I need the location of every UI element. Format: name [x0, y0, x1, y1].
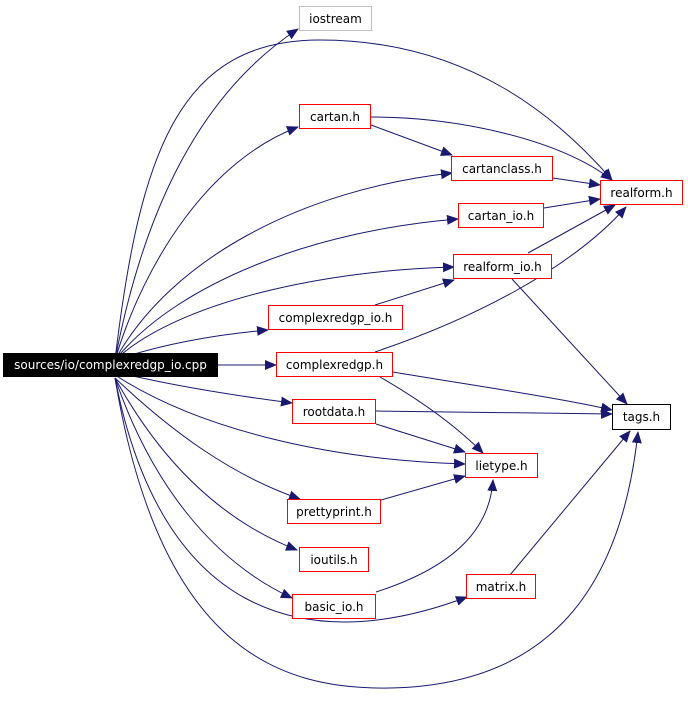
edge-root-prettyprint — [114, 377, 301, 501]
node-matrix-h[interactable]: matrix.h — [466, 574, 536, 599]
node-iostream: iostream — [299, 6, 372, 31]
edge-complexredgp-io-realform-io — [374, 278, 455, 306]
node-rootdata-h[interactable]: rootdata.h — [292, 399, 376, 424]
node-ioutils-h[interactable]: ioutils.h — [299, 547, 369, 572]
node-complexredgp-io-h[interactable]: complexredgp_io.h — [268, 305, 403, 330]
edge-root-ioutils — [114, 377, 298, 551]
edge-root-iostream — [114, 28, 299, 361]
edge-rootdata-lietype — [375, 423, 466, 454]
node-realform-io-h[interactable]: realform_io.h — [453, 254, 552, 279]
edge-prettyprint-lietype — [380, 474, 466, 501]
root-source-file: sources/io/complexredgp_io.cpp — [3, 353, 218, 377]
node-prettyprint-h[interactable]: prettyprint.h — [287, 499, 381, 524]
edge-root-tags — [114, 377, 642, 689]
edge-cartanclass-realform — [552, 177, 601, 189]
node-lietype-h[interactable]: lietype.h — [465, 453, 538, 478]
node-complexredgp-h[interactable]: complexredgp.h — [276, 352, 393, 377]
edge-cartan-cartanclass — [370, 124, 453, 156]
edge-root-realform-io — [114, 262, 455, 361]
edge-rootdata-tags — [375, 408, 613, 419]
node-cartanclass-h[interactable]: cartanclass.h — [451, 156, 553, 181]
edge-root-lietype — [114, 374, 466, 469]
edge-root-basic-io — [114, 377, 293, 599]
edge-root-cartanclass — [114, 169, 453, 361]
node-realform-h[interactable]: realform.h — [600, 180, 683, 205]
edge-basic-io-lietype — [375, 479, 498, 593]
edge-complexredgp-tags — [392, 371, 613, 413]
node-cartan-h[interactable]: cartan.h — [299, 104, 371, 129]
edge-root-cartan — [114, 126, 299, 361]
edge-complexredgp-realform — [374, 206, 627, 353]
edge-root-cartan-io — [114, 214, 459, 361]
edge-cartan-realform — [370, 116, 613, 181]
edge-root-realform — [114, 39, 613, 361]
edge-complexredgp-lietype — [379, 376, 484, 454]
edge-root-matrix — [114, 377, 468, 623]
edge-realform-io-realform — [527, 204, 616, 254]
edge-realform-io-tags — [511, 278, 628, 405]
node-tags-h[interactable]: tags.h — [612, 404, 671, 430]
edge-matrix-tags — [509, 430, 631, 576]
node-cartan-io-h[interactable]: cartan_io.h — [458, 203, 544, 228]
edge-cartan-io-realform — [543, 195, 601, 209]
node-basic-io-h[interactable]: basic_io.h — [292, 594, 376, 619]
